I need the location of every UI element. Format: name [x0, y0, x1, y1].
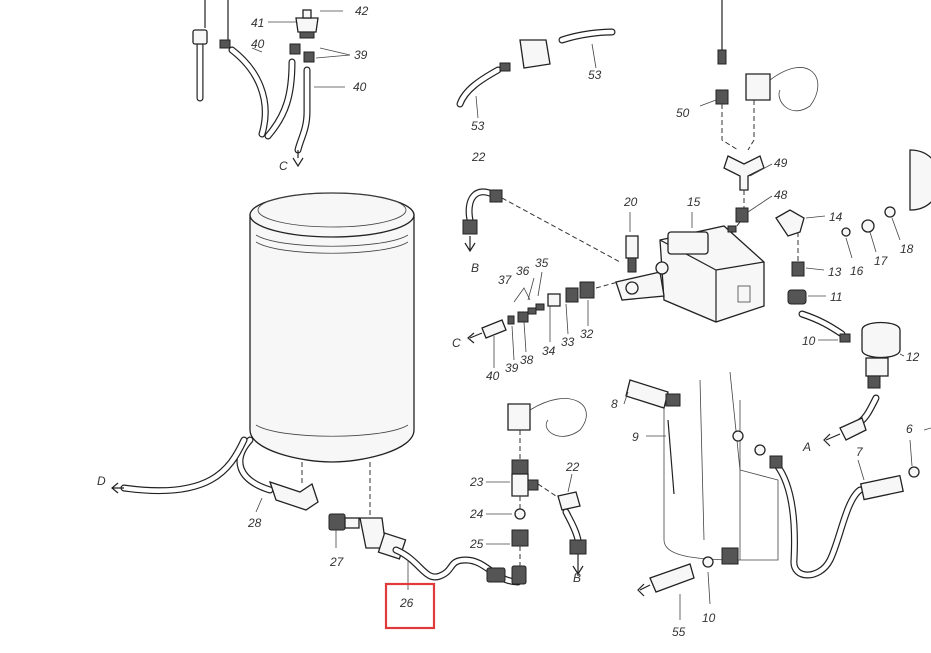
- label-10-bottom: 10: [702, 611, 716, 625]
- label-26: 26: [399, 596, 414, 610]
- label-b-mid: B: [573, 571, 581, 585]
- tank-drain-hose: D 28: [97, 436, 319, 530]
- label-40-mid: 40: [486, 369, 500, 383]
- pressure-switch-group: 50 49 48: [676, 0, 819, 233]
- label-40-top: 40: [251, 37, 265, 51]
- label-32: 32: [580, 327, 594, 341]
- label-d: D: [97, 474, 106, 488]
- pump-assembly: 20 15: [615, 195, 765, 323]
- label-24: 24: [469, 507, 484, 521]
- top-left-hose-assembly: 41 42 40 39 40 C: [192, 0, 369, 173]
- label-27: 27: [329, 555, 345, 569]
- parts-53: 53 53: [456, 28, 616, 133]
- label-10-right: 10: [802, 334, 816, 348]
- label-7: 7: [856, 445, 864, 459]
- label-55: 55: [672, 625, 686, 639]
- elbow-22-top: 22 B: [462, 150, 621, 275]
- outlet-hose-assembly: 27 26: [328, 462, 527, 630]
- label-18: 18: [900, 242, 914, 256]
- label-a: A: [802, 440, 811, 454]
- label-22-mid: 22: [565, 460, 580, 474]
- label-15: 15: [687, 195, 701, 209]
- water-tank: [249, 192, 415, 463]
- label-23: 23: [469, 475, 484, 489]
- label-9: 9: [632, 430, 639, 444]
- label-6: 6: [906, 422, 913, 436]
- highlight-part-26: [384, 582, 436, 630]
- label-49: 49: [774, 156, 788, 170]
- label-38: 38: [520, 353, 534, 367]
- inlet-group: 37 36 35 C 40 39 38 34 33 32: [452, 256, 619, 383]
- label-40-right: 40: [353, 80, 367, 94]
- label-17: 17: [874, 254, 889, 268]
- label-20: 20: [623, 195, 638, 209]
- label-12: 12: [906, 350, 920, 364]
- label-28: 28: [247, 516, 262, 530]
- label-13: 13: [828, 265, 842, 279]
- label-42: 42: [355, 4, 369, 18]
- label-11: 11: [830, 290, 842, 304]
- frame-assembly: 8 9 A 7 6 55 10: [611, 371, 931, 639]
- label-c-mid: C: [452, 336, 461, 350]
- label-53-left: 53: [471, 119, 485, 133]
- label-53-right: 53: [588, 68, 602, 82]
- label-8: 8: [611, 397, 618, 411]
- label-36: 36: [516, 264, 530, 278]
- label-35: 35: [535, 256, 549, 270]
- label-48: 48: [774, 188, 788, 202]
- middle-fittings: 23 22 24 25 B: [469, 398, 587, 585]
- label-25: 25: [469, 537, 484, 551]
- label-34: 34: [542, 344, 556, 358]
- label-14: 14: [829, 210, 843, 224]
- label-37: 37: [498, 273, 513, 287]
- right-fittings: 14 16 17 18 13 11 10 12: [775, 149, 931, 389]
- label-b-top: B: [471, 261, 479, 275]
- label-c-top: C: [279, 159, 288, 173]
- label-33: 33: [561, 335, 575, 349]
- label-39-mid: 39: [505, 361, 519, 375]
- label-22-top: 22: [471, 150, 486, 164]
- label-39-top: 39: [354, 48, 368, 62]
- label-41: 41: [251, 16, 264, 30]
- label-16: 16: [850, 264, 864, 278]
- label-50: 50: [676, 106, 690, 120]
